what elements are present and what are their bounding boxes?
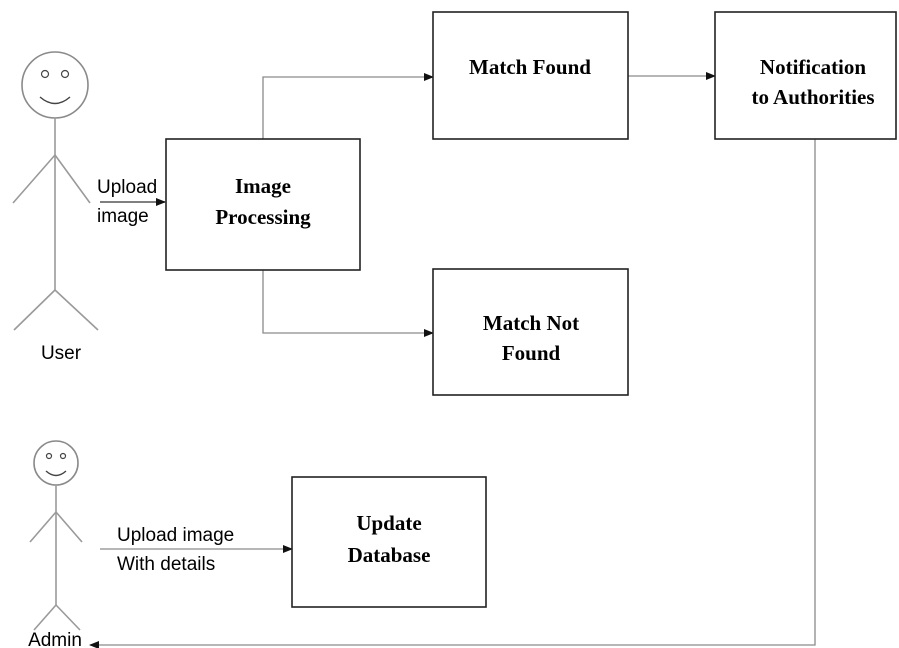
- user-smile: [39, 96, 71, 105]
- user-upload-label-line2: image: [97, 206, 149, 227]
- image-processing-line1: Image: [235, 174, 291, 198]
- image-processing-line2: Processing: [215, 205, 311, 229]
- user-right-leg: [54, 289, 99, 331]
- match-not-found-line2: Found: [502, 341, 561, 365]
- processing-to-match-not-found-arrow: [262, 270, 434, 337]
- admin-head-icon: [33, 440, 79, 486]
- admin-right-eye: [59, 452, 67, 460]
- notification-to-admin-arrow: [89, 139, 816, 648]
- update-database-box: Update Database: [291, 476, 487, 608]
- match-found-box: Match Found: [432, 11, 629, 140]
- match-not-found-line1: Match Not: [483, 311, 579, 335]
- user-left-eye: [40, 69, 50, 79]
- update-database-line2: Database: [348, 543, 431, 567]
- admin-upload-label-line2: With details: [117, 554, 215, 575]
- update-database-line1: Update: [356, 511, 421, 535]
- notification-line1: Notification: [760, 55, 866, 79]
- processing-to-match-found-arrow: [262, 73, 434, 139]
- admin-right-leg: [55, 604, 81, 631]
- user-left-leg: [13, 289, 56, 331]
- image-processing-box: Image Processing: [165, 138, 361, 271]
- match-found-line1: Match Found: [469, 55, 591, 79]
- notification-box: Notification to Authorities: [714, 11, 897, 140]
- user-head-icon: [21, 51, 89, 119]
- admin-upload-label-line1: Upload image: [117, 525, 234, 546]
- user-right-arm: [54, 154, 91, 204]
- admin-label: Admin: [28, 630, 82, 648]
- admin-left-arm: [29, 511, 57, 543]
- admin-actor: Admin: [28, 440, 83, 648]
- notification-line2: to Authorities: [751, 85, 874, 109]
- admin-left-eye: [45, 452, 53, 460]
- user-actor: User: [12, 51, 99, 364]
- user-upload-label-line1: Upload: [97, 177, 157, 198]
- match-not-found-box: Match Not Found: [432, 268, 629, 396]
- user-right-eye: [60, 69, 70, 79]
- user-label: User: [41, 343, 82, 364]
- user-left-arm: [12, 154, 56, 204]
- admin-right-arm: [55, 511, 83, 543]
- admin-left-leg: [33, 604, 57, 631]
- admin-smile: [45, 470, 67, 477]
